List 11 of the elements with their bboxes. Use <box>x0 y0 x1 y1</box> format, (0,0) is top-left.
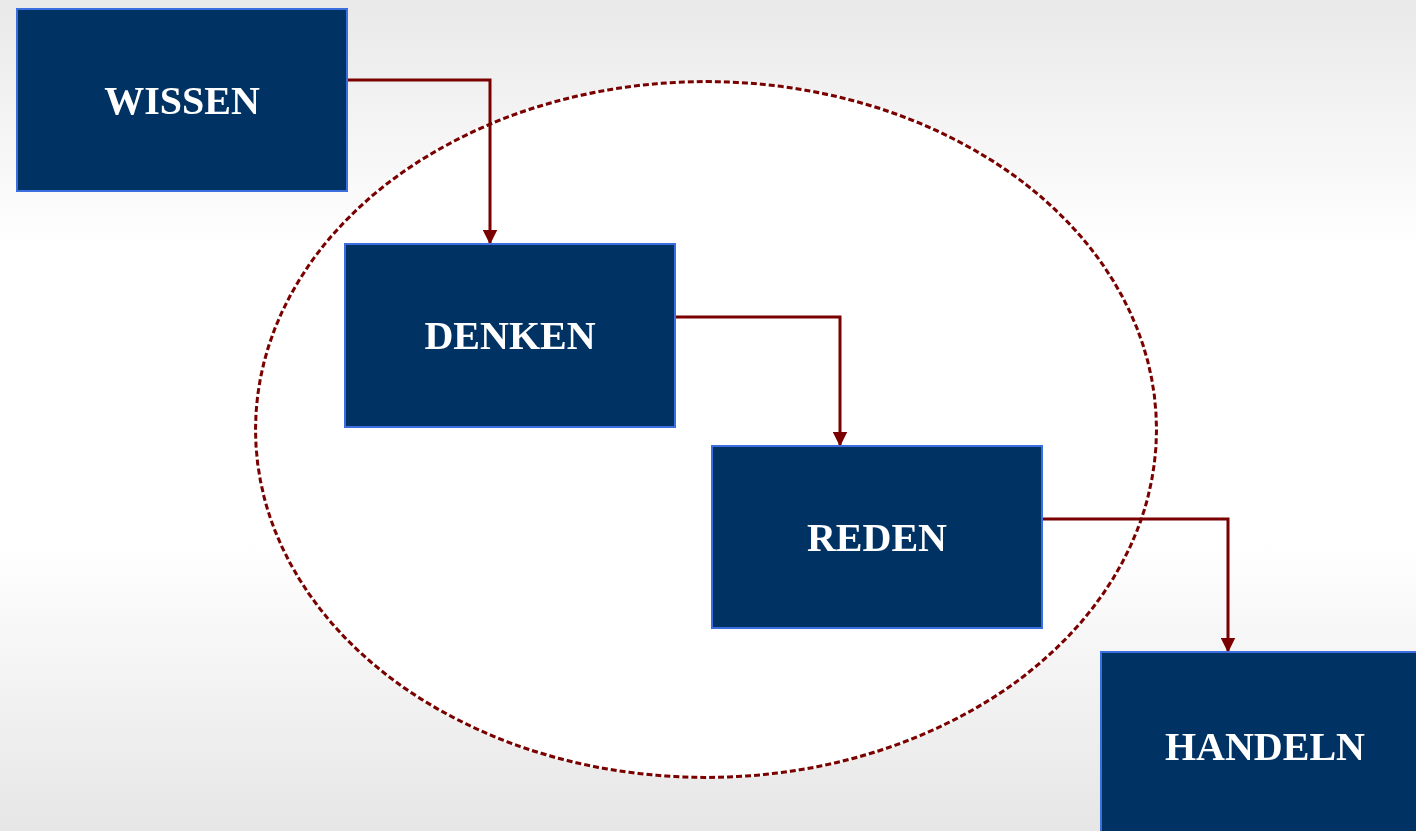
process-box <box>16 8 348 192</box>
arrow <box>1043 517 1236 653</box>
process-box <box>1100 651 1416 831</box>
box-label: DENKEN <box>424 312 596 359</box>
box-label: HANDELN <box>1165 722 1365 770</box>
arrow <box>348 78 498 245</box>
box-label: WISSEN <box>104 76 260 124</box>
box-label: REDEN <box>807 513 947 561</box>
process-box <box>344 243 676 428</box>
arrow <box>676 315 848 447</box>
process-box <box>711 445 1043 629</box>
